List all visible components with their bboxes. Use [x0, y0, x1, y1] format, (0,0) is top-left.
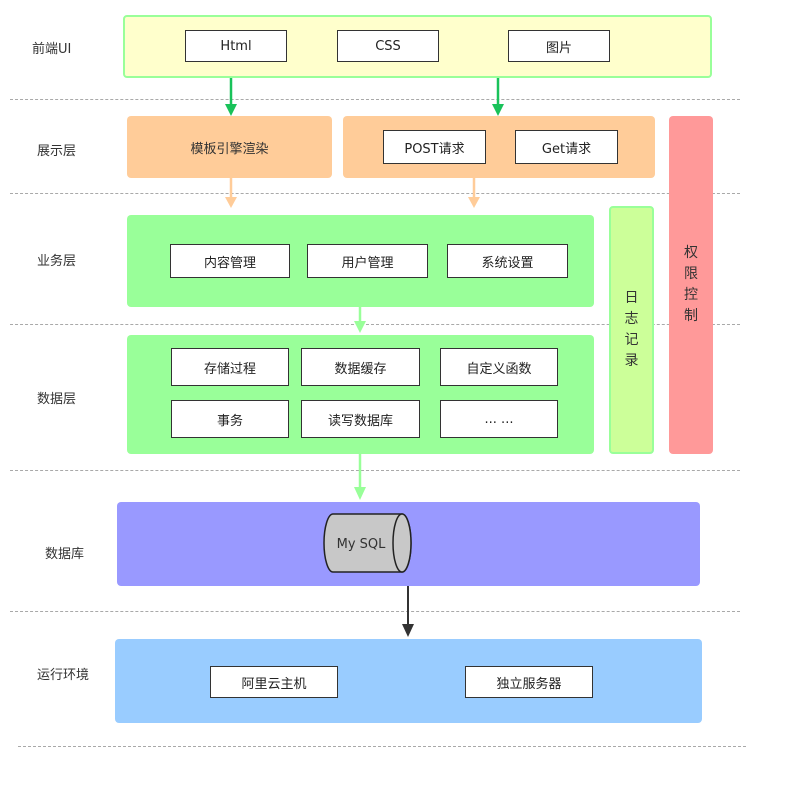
html-box: Html: [185, 30, 287, 62]
layer-label-business: 业务层: [37, 254, 77, 269]
divider-6: [18, 746, 746, 747]
arrow-html-to-template: [225, 78, 237, 116]
auth-control-band: 权 限 控 制: [669, 116, 713, 454]
log-char-1: 日: [624, 290, 639, 306]
divider-2: [10, 193, 740, 194]
runtime-band: [115, 639, 702, 723]
image-box: 图片: [508, 30, 610, 62]
layer-label-data: 数据层: [37, 392, 77, 407]
template-engine-label: 模板引擎渲染: [190, 141, 269, 157]
aliyun-host-box: 阿里云主机: [210, 666, 338, 698]
system-settings-box: 系统设置: [447, 244, 568, 278]
transaction-box: 事务: [171, 400, 289, 438]
log-char-2: 志: [624, 311, 639, 327]
layer-label-frontend: 前端UI: [32, 42, 72, 57]
layer-label-database: 数据库: [45, 547, 85, 562]
custom-function-box: 自定义函数: [440, 348, 558, 386]
user-management-box: 用户管理: [307, 244, 428, 278]
css-box: CSS: [337, 30, 439, 62]
arrow-business-to-data: [354, 307, 366, 333]
divider-4: [10, 470, 740, 471]
read-write-db-box: 读写数据库: [301, 400, 420, 438]
log-record-band: 日 志 记 录: [609, 206, 654, 454]
dedicated-server-box: 独立服务器: [465, 666, 593, 698]
divider-5: [10, 611, 740, 612]
auth-char-4: 制: [684, 308, 698, 324]
auth-char-1: 权: [684, 245, 698, 261]
auth-char-3: 控: [684, 287, 698, 303]
auth-char-2: 限: [684, 266, 698, 282]
arrow-image-to-request: [492, 78, 504, 116]
arrow-data-to-database: [354, 454, 366, 500]
content-management-box: 内容管理: [170, 244, 290, 278]
layer-label-presentation: 展示层: [37, 144, 77, 159]
database-band: [117, 502, 700, 586]
stored-procedure-box: 存储过程: [171, 348, 289, 386]
template-engine-band: [127, 116, 332, 178]
data-cache-box: 数据缓存: [301, 348, 420, 386]
more-box: ... ...: [440, 400, 558, 438]
log-char-4: 录: [624, 353, 639, 369]
divider-3: [10, 324, 740, 325]
log-char-3: 记: [624, 332, 639, 348]
divider-1: [10, 99, 740, 100]
post-request-box: POST请求: [383, 130, 486, 164]
layer-label-runtime: 运行环境: [37, 668, 90, 683]
get-request-box: Get请求: [515, 130, 618, 164]
